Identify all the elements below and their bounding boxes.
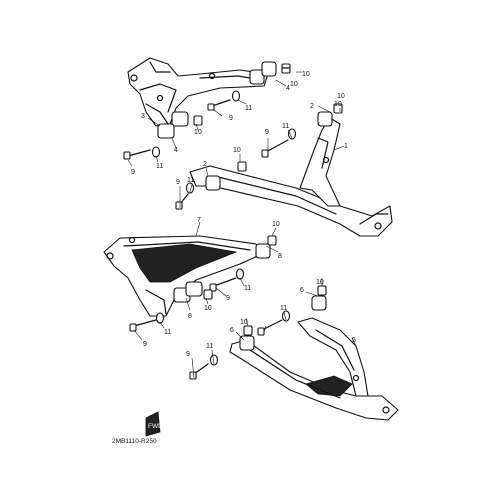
bolt-9-upper-right — [261, 139, 289, 158]
callout-8: 8 — [188, 313, 192, 320]
callout-10: 10 — [316, 279, 324, 286]
callout-10: 10 — [290, 81, 298, 88]
callout-10: 10 — [233, 147, 241, 154]
callout-2: 2 — [203, 161, 207, 168]
nut-10-lower-8 — [203, 289, 213, 300]
callout-9: 9 — [229, 115, 233, 122]
lower-a-arm-5 — [229, 317, 399, 421]
callout-11: 11 — [280, 305, 287, 312]
callout-11: 11 — [245, 105, 252, 112]
nut-10-upper-8 — [267, 235, 277, 246]
callout-5: 5 — [352, 337, 356, 344]
washer-11-upper-8 — [235, 268, 245, 280]
callout-10: 10 — [240, 319, 248, 326]
callout-11: 11 — [244, 285, 251, 292]
callout-6: 6 — [230, 327, 234, 334]
nut-10-mid — [237, 161, 247, 172]
washer-11-upper-right — [287, 128, 297, 140]
callout-10: 10 — [204, 305, 212, 312]
washer-11-left — [151, 146, 161, 158]
callout-10: 10 — [302, 71, 310, 78]
callout-3: 3 — [141, 113, 145, 120]
bushing-6-upper — [311, 295, 327, 311]
washer-11-top — [231, 90, 241, 102]
callout-9: 9 — [131, 169, 135, 176]
nut-10-top — [281, 63, 291, 74]
fwd-label: FWD — [148, 423, 163, 430]
bolt-9-upper-8 — [209, 277, 237, 292]
bolt-9-top — [207, 99, 231, 111]
callout-9: 9 — [143, 341, 147, 348]
bolt-9-mid — [175, 193, 189, 210]
callout-8: 8 — [278, 253, 282, 260]
callout-11: 11 — [164, 329, 171, 336]
leader-lines — [127, 71, 357, 379]
callout-9: 9 — [265, 129, 269, 136]
callout-10: 10 — [334, 101, 342, 108]
nut-10-lower-6 — [243, 325, 253, 336]
bolt-9-lower-6 — [189, 363, 209, 380]
callout-11: 11 — [187, 177, 194, 184]
callout-7: 7 — [197, 217, 201, 224]
callout-10: 10 — [337, 93, 345, 100]
callout-11: 11 — [282, 123, 289, 130]
bushing-2-mid — [205, 175, 221, 191]
callout-10: 10 — [194, 129, 202, 136]
callout-4: 4 — [174, 147, 178, 154]
callout-4: 4 — [286, 85, 290, 92]
bushing-4-top — [249, 61, 277, 85]
callout-9: 9 — [176, 179, 180, 186]
nut-10-left — [193, 115, 203, 126]
bushing-2-upper-right — [317, 111, 333, 127]
callout-2: 2 — [310, 103, 314, 110]
washer-11-lower-6 — [209, 354, 219, 366]
callout-9: 9 — [226, 295, 230, 302]
fwd-arrow-icon: FWD — [145, 411, 163, 437]
diagram-code-label: 2MB1110-R250 — [112, 438, 157, 445]
callout-1: 1 — [344, 143, 348, 150]
callout-11: 11 — [206, 343, 213, 350]
washer-11-lower-8 — [155, 312, 165, 324]
bushing-4-left — [157, 111, 189, 139]
callout-10: 10 — [272, 221, 280, 228]
bolt-9-left — [123, 149, 151, 160]
nut-10-upper-6 — [317, 285, 327, 296]
bushing-8-upper — [255, 243, 271, 259]
callout-9: 9 — [186, 351, 190, 358]
bolt-9-upper-6 — [257, 319, 283, 336]
bolt-9-lower-8 — [129, 319, 157, 332]
callout-11: 11 — [156, 163, 163, 170]
callout-6: 6 — [300, 287, 304, 294]
callout-labels: 1 2 2 3 4 4 5 6 6 7 8 8 9 9 9 9 9 9 9 10… — [131, 71, 356, 358]
